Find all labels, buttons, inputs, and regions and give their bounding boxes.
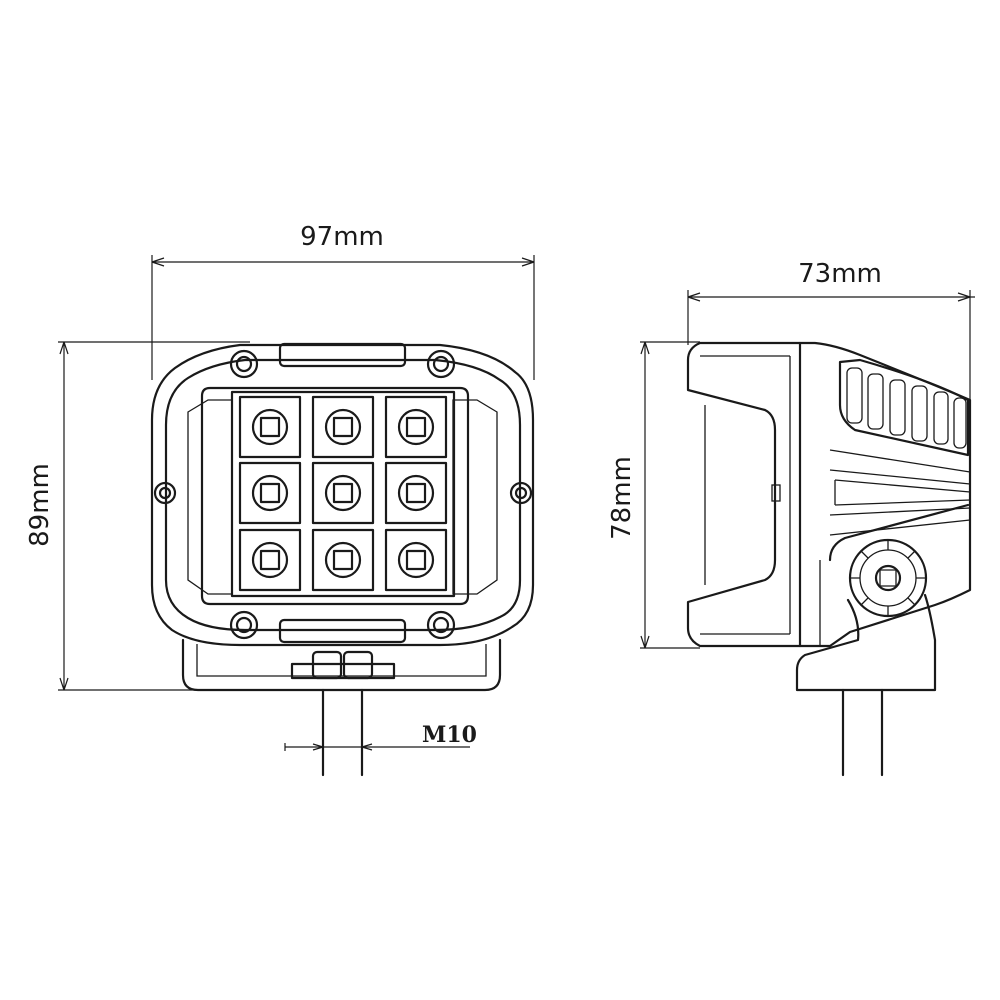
screw [426, 610, 456, 640]
front-mounting-bracket [181, 638, 502, 692]
led-cell [384, 395, 448, 459]
bolt-thread-label: M10 [422, 722, 477, 748]
side-depth-label: 73mm [798, 259, 882, 289]
screw [229, 610, 259, 640]
led-cell [238, 395, 302, 459]
inner-bezel [200, 386, 470, 606]
screw [509, 481, 533, 505]
screw [229, 349, 259, 379]
front-width-dimension: 97mm [151, 222, 535, 380]
side-view: 73mm 78mm [607, 259, 975, 777]
bolt-thread-callout: M10 [284, 722, 477, 751]
led-cell [384, 528, 448, 592]
cooling-fins [838, 358, 970, 457]
side-height-label: 78mm [607, 456, 637, 540]
front-housing-inner [164, 358, 522, 632]
side-bolt [841, 688, 884, 777]
front-height-dimension: 89mm [25, 341, 250, 691]
led-cell [311, 461, 375, 525]
led-cell [311, 395, 375, 459]
side-ribs [829, 449, 971, 536]
bottom-slot [278, 618, 407, 644]
led-cell [384, 461, 448, 525]
side-height-dimension: 78mm [607, 341, 700, 649]
side-bezel [686, 341, 802, 648]
front-view: 97mm 89mm [25, 222, 535, 777]
side-mounting-bracket [795, 593, 937, 692]
led-grid [238, 395, 448, 592]
led-panel [230, 390, 456, 598]
front-height-label: 89mm [25, 463, 55, 547]
screw [153, 481, 177, 505]
front-bolt [321, 688, 364, 777]
left-recess [187, 399, 233, 595]
front-width-label: 97mm [300, 222, 384, 252]
led-cell [238, 528, 302, 592]
led-cell [238, 461, 302, 525]
screw [426, 349, 456, 379]
right-recess [452, 399, 498, 595]
mount-hub [848, 538, 928, 618]
top-slot [278, 342, 407, 368]
side-depth-dimension: 73mm [687, 259, 975, 400]
led-cell [311, 528, 375, 592]
front-housing-outer [150, 343, 535, 647]
